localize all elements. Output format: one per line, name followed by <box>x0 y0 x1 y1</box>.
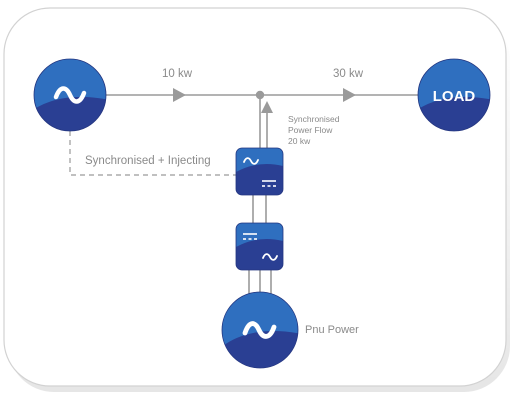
main-bus-line <box>106 88 418 102</box>
pnu-power-label: Pnu Power <box>305 324 359 336</box>
sync-flow-label-3: 20 kw <box>288 136 311 146</box>
inverter-dc-ac-icon <box>243 233 278 261</box>
inverter-ac-dc-icon <box>243 157 276 187</box>
sync-injecting-label: Synchronised + Injecting <box>85 155 211 167</box>
load-node: LOAD <box>417 58 491 132</box>
pnu-power-node <box>221 291 299 369</box>
grid-source-node <box>33 58 107 132</box>
flow-arrow-right <box>343 88 356 102</box>
sine-wave-icon <box>53 86 87 104</box>
flow-arrow-left <box>173 88 186 102</box>
inverter-lower <box>235 222 284 271</box>
diagram-card <box>3 7 510 392</box>
sync-flow-arrow <box>261 101 273 113</box>
flow-label-right: 30 kw <box>333 68 364 80</box>
synchronised-flow-line <box>259 95 273 148</box>
sine-wave-icon <box>242 321 277 339</box>
sync-injecting-dashed-line <box>69 131 236 176</box>
flow-label-left: 10 kw <box>162 68 193 80</box>
load-label: LOAD <box>433 88 476 105</box>
sync-flow-label-2: Power Flow <box>288 125 333 135</box>
sync-flow-label-1: Synchronised <box>288 114 340 124</box>
inverter-upper <box>235 147 284 196</box>
inverter-connectors <box>248 195 272 294</box>
